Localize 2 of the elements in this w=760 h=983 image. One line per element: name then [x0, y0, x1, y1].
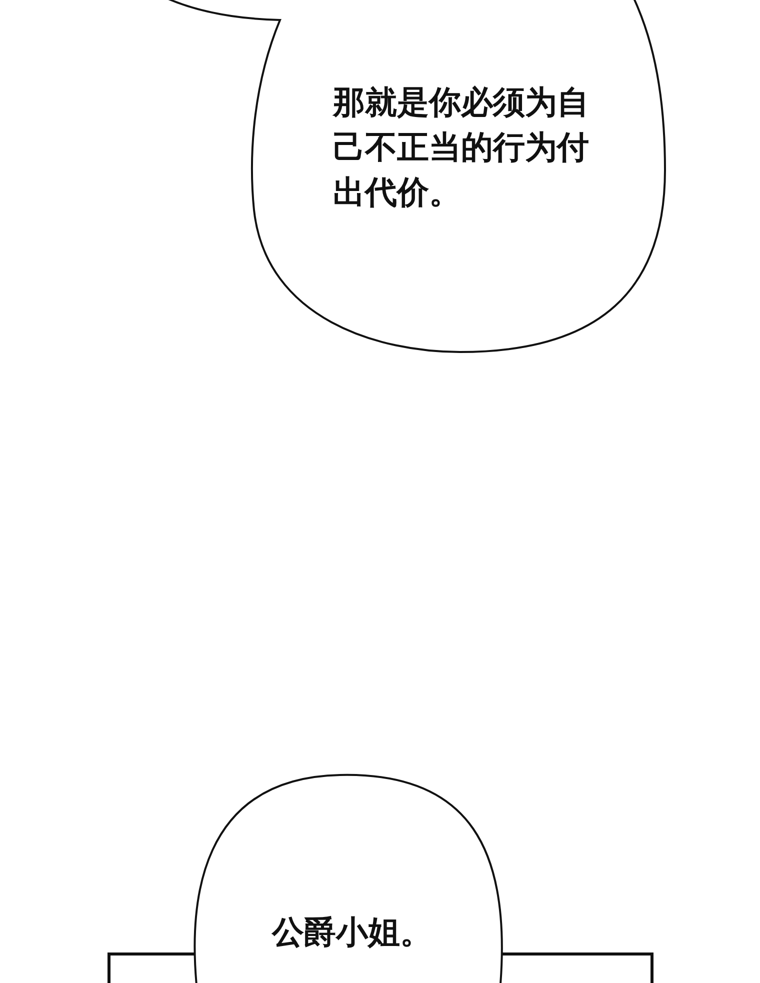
dialogue-text: 公爵小姐。 [272, 912, 433, 953]
dialogue-text: 那就是你必须为自己不正当的行为付出代价。 [333, 82, 590, 213]
